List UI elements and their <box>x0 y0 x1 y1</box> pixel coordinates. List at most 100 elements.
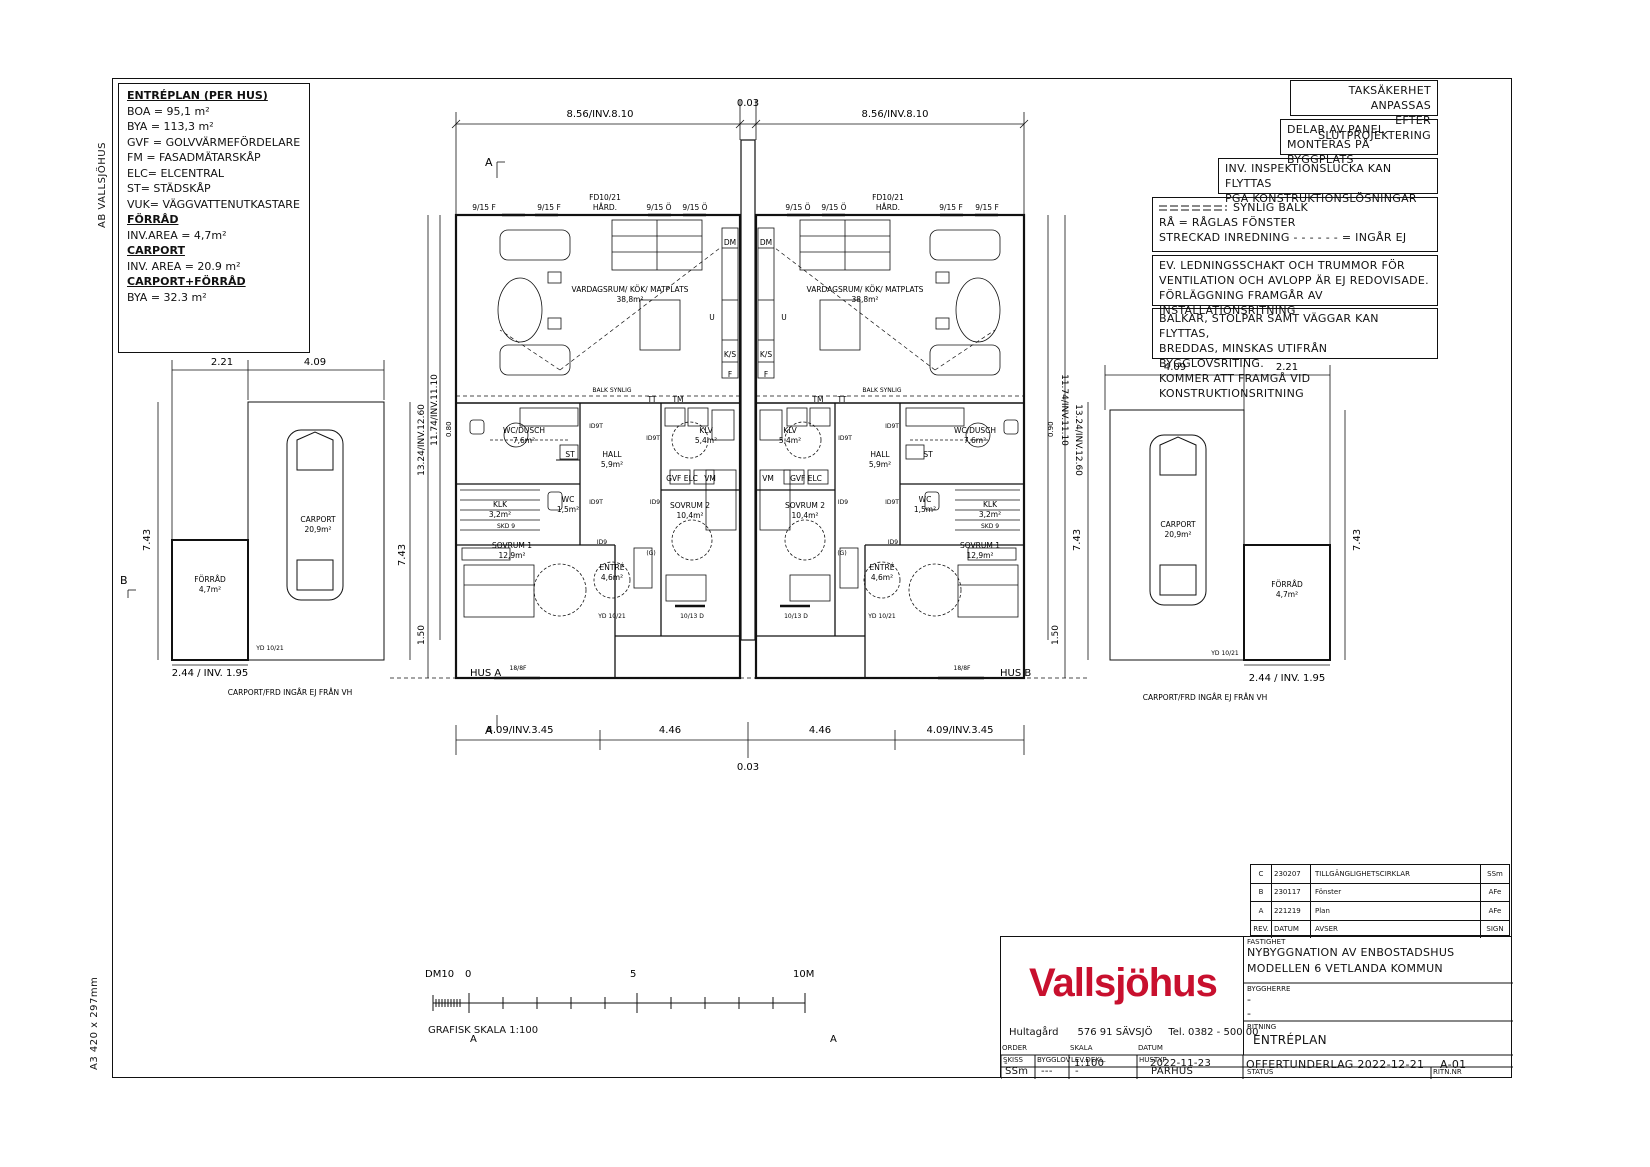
fastighet-line1: NYBYGGNATION AV ENBOSTADSHUS <box>1247 946 1455 959</box>
dim-carport-left: 7.43 <box>142 529 153 551</box>
room-entre-a: ENTRÉ <box>600 563 625 572</box>
dim-right-409: 4.09 <box>1164 362 1186 373</box>
byggherre-dash1: - <box>1247 993 1252 1006</box>
carport-note-right: CARPORT/FRD INGÅR EJ FRÅN VH <box>1143 693 1268 702</box>
window-a-18: 18/8F <box>510 665 527 672</box>
room-wc2-a: WC <box>562 495 575 504</box>
order-label: ORDER <box>1002 1044 1028 1052</box>
room-living-a-area: 38,8m² <box>616 295 643 304</box>
window-b-18: 18/8F <box>954 665 971 672</box>
forrad-title: FÖRRÅD <box>127 213 179 226</box>
room-forrad-right-area: 4,7m² <box>1276 590 1298 599</box>
note-inspektionslucka: INV. INSPEKTIONSLUCKA KAN FLYTTAS PGA KO… <box>1218 158 1438 205</box>
note-balkar: BALKAR, STOLPAR SAMT VÄGGAR KAN FLYTTAS,… <box>1152 308 1438 400</box>
plan-info-box: ENTRÉPLAN (PER HUS) BOA = 95,1 m² BYA = … <box>118 83 310 353</box>
room-forrad-left: FÖRRÅD <box>194 575 226 584</box>
addr-tel: Tel. 0382 - 500 00 <box>1168 1027 1259 1038</box>
room-sov1-a: SOVRUM 1 <box>492 541 532 550</box>
balk-a: BALK SYNLIG <box>592 387 631 394</box>
gvf-a: GVF ELC <box>666 474 698 483</box>
dim-150-left: 1.50 <box>417 625 427 645</box>
room-forrad-right: FÖRRÅD <box>1271 580 1303 589</box>
dim-150-right: 1.50 <box>1051 625 1061 645</box>
g-b: (G) <box>837 550 846 557</box>
dim-fr-right: 2.44 / INV. 1.95 <box>1249 673 1326 684</box>
yd-a: YD 10/21 <box>597 613 626 620</box>
balk-b: BALK SYNLIG <box>862 387 901 394</box>
note-line: FÖRLÄGGNING FRAMGÅR AV INSTALLATIONSRITN… <box>1159 289 1323 317</box>
tm-a: TM <box>671 395 683 404</box>
datum-label: DATUM <box>1138 1044 1163 1052</box>
room-labels-b: VARDAGSRUM/ KÖK/ MATPLATS 38,8m² WC/DUSC… <box>760 193 1303 702</box>
dim-top-right: 8.56/INV.8.10 <box>861 109 928 120</box>
dim-right-221: 2.21 <box>1276 362 1298 373</box>
bygglov-value: --- <box>1041 1066 1053 1077</box>
room-carport-left-area: 20,9m² <box>304 525 331 534</box>
note-line: BALKAR, STOLPAR SAMT VÄGGAR KAN FLYTTAS, <box>1159 312 1379 340</box>
id9t-b1: ID9T <box>885 423 899 430</box>
room-wc-b-area: 7,6m² <box>964 436 986 445</box>
ritning-label: RITNING <box>1247 1023 1277 1031</box>
room-klk-a-area: 3,2m² <box>489 510 511 519</box>
fastighet-label: FASTIGHET <box>1247 938 1286 946</box>
section-b-left: B <box>120 574 128 587</box>
window-a-3: 9/15 Ö <box>646 203 671 212</box>
rev-text: AVSER <box>1311 920 1481 938</box>
drawing-frame <box>112 78 1512 1078</box>
revision-table: C 230207 TILLGÄNGLIGHETSCIRKLAR SSm B 23… <box>1250 864 1510 938</box>
cf-line: BYA = 32.3 m² <box>127 290 207 304</box>
room-carport-right: CARPORT <box>1160 520 1196 529</box>
fastighet-line2: MODELLEN 6 VETLANDA KOMMUN <box>1247 962 1443 975</box>
revision-row: C 230207 TILLGÄNGLIGHETSCIRKLAR SSm <box>1251 865 1509 884</box>
company-address: Hultagård 576 91 SÄVSJÖ Tel. 0382 - 500 … <box>1009 1027 1258 1038</box>
skiss-value: SSm <box>1005 1066 1029 1077</box>
scale-label: GRAFISK SKALA 1:100 <box>428 1025 539 1036</box>
f-b: F <box>764 370 768 379</box>
info-line: ST= STÄDSKÅP <box>127 182 211 195</box>
note-line: MONTERAS PÅ BYGGPLATS <box>1287 138 1370 166</box>
rev-code: A <box>1251 902 1272 920</box>
room-carport-right-area: 20,9m² <box>1164 530 1191 539</box>
note-taksakerhet: TAKSÄKERHET ANPASSAS EFTER SLUTPROJEKTER… <box>1290 80 1438 142</box>
st-b: ST <box>923 450 933 459</box>
note-line: EV. LEDNINGSSCHAKT OCH TRUMMOR FÖR <box>1159 259 1405 272</box>
section-marker-bottom-left: A <box>470 1034 477 1045</box>
addr-line: 576 91 SÄVSJÖ <box>1077 1027 1153 1038</box>
door-b-hard: HÅRD. <box>876 203 900 212</box>
rev-text: Fönster <box>1311 883 1481 901</box>
room-klk-a: KLK <box>493 500 508 509</box>
status-value: OFFERTUNDERLAG 2022-12-21 <box>1246 1058 1425 1071</box>
title-grid <box>1001 982 1513 1079</box>
side-dimensions <box>157 215 1346 758</box>
hus-a-label: HUS A <box>470 668 501 679</box>
window-b-2: 9/15 Ö <box>821 203 846 212</box>
tt-b: TT <box>836 395 846 404</box>
carport-right <box>1109 409 1331 661</box>
id9t-b3: ID9T <box>885 499 899 506</box>
door-a-hard: HÅRD. <box>593 203 617 212</box>
room-wc-a: WC/DUSCH <box>503 426 545 435</box>
dim-090-right: 0.90 <box>1047 421 1055 437</box>
note-line: EFTER SLUTPROJEKTERING <box>1318 114 1431 142</box>
carport-note-left: CARPORT/FRD INGÅR EJ FRÅN VH <box>228 688 353 697</box>
dim-vert-a-right: 13.24/INV.12.60 <box>1073 404 1083 476</box>
dim-fr-left: 2.44 / INV. 1.95 <box>172 668 249 679</box>
id9t-b2: ID9T <box>838 435 852 442</box>
scale-ticks <box>432 993 806 1013</box>
forrad-line: INV.AREA = 4,7m² <box>127 228 227 242</box>
dim-top-left: 8.56/INV.8.10 <box>566 109 633 120</box>
room-sov2-b: SOVRUM 2 <box>785 501 825 510</box>
note-line: TAKSÄKERHET ANPASSAS <box>1348 84 1431 112</box>
vm-a: VM <box>704 474 716 483</box>
ks-a: K/S <box>724 350 736 359</box>
scale-10: 10M <box>793 969 814 980</box>
f-a: F <box>728 370 732 379</box>
room-hall-a-area: 5,9m² <box>601 460 623 469</box>
room-living-a: VARDAGSRUM/ KÖK/ MATPLATS <box>572 285 689 294</box>
rev-date: 230207 <box>1272 865 1311 883</box>
info-line: ELC= ELCENTRAL <box>127 166 224 180</box>
room-wc-a-area: 7,6m² <box>513 436 535 445</box>
room-hall-b-area: 5,9m² <box>869 460 891 469</box>
note-line: VENTILATION OCH AVLOPP ÄR EJ REDOVISADE. <box>1159 274 1429 287</box>
revision-header-row: REV. DATUM AVSER SIGN <box>1251 920 1509 938</box>
